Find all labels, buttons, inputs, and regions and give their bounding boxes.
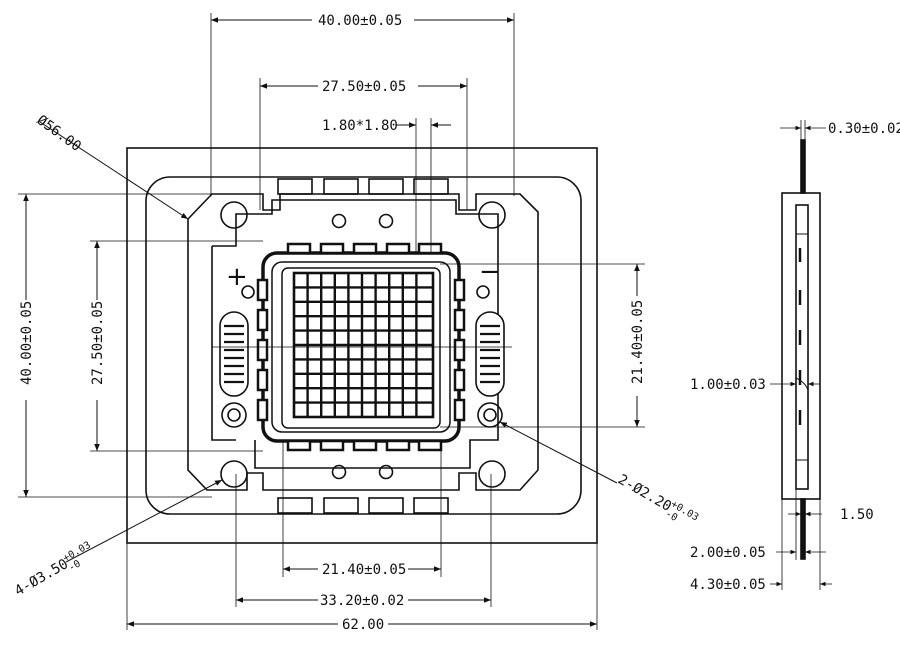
mount-hole-br bbox=[478, 460, 506, 488]
die-pads bbox=[256, 242, 466, 452]
slot-right bbox=[475, 311, 505, 397]
label-base-thickness: 2.00±0.05 bbox=[690, 545, 766, 561]
label-width-outer: 40.00±0.05 bbox=[318, 13, 402, 29]
label-height-outer: 40.00±0.05 bbox=[19, 301, 35, 385]
alignment-hole-left-inner bbox=[227, 408, 241, 422]
label-mount-holes: 4-Ø3.50 bbox=[12, 556, 71, 599]
label-diagonal: Ø56.00 bbox=[34, 112, 84, 155]
inner-frame bbox=[211, 199, 499, 469]
base-plate-inner bbox=[145, 176, 582, 515]
side-view bbox=[781, 139, 821, 560]
bottom-pad-tabs bbox=[277, 497, 449, 514]
label-small-holes-tol-lower: -0 bbox=[663, 508, 679, 524]
mount-hole-tl bbox=[220, 201, 248, 229]
alignment-hole-right-inner bbox=[483, 408, 497, 422]
label-height-inner: 27.50±0.05 bbox=[90, 301, 106, 385]
label-plate-width: 62.00 bbox=[342, 617, 384, 633]
label-small-holes: 2-Ø2.20 bbox=[615, 472, 674, 515]
die-area bbox=[281, 267, 441, 429]
small-hole-bottom-right bbox=[378, 464, 394, 480]
label-die-height: 21.40±0.05 bbox=[630, 300, 646, 384]
minus-symbol: − bbox=[479, 257, 501, 287]
mount-hole-bl bbox=[220, 460, 248, 488]
label-lead-length: 1.50 bbox=[840, 507, 874, 523]
label-lead-thickness: 0.30±0.02 bbox=[828, 121, 900, 137]
side-base bbox=[781, 192, 821, 500]
led-grid bbox=[292, 271, 435, 419]
small-hole-top-right bbox=[378, 213, 394, 229]
mount-hole-tr bbox=[478, 201, 506, 229]
label-pad-size: 1.80*1.80 bbox=[322, 118, 398, 134]
base-plate bbox=[126, 147, 598, 544]
label-total-thickness: 4.30±0.05 bbox=[690, 577, 766, 593]
small-hole-left bbox=[241, 285, 255, 299]
small-hole-bottom-left bbox=[331, 464, 347, 480]
label-mount-holes-tol-lower: -0 bbox=[67, 558, 83, 574]
small-hole-top bbox=[331, 213, 347, 229]
small-hole-right bbox=[476, 285, 490, 299]
slot-left bbox=[219, 311, 249, 397]
side-lens bbox=[795, 204, 809, 490]
label-lens-height: 1.00±0.03 bbox=[690, 377, 766, 393]
side-lead-bottom bbox=[800, 498, 806, 560]
side-view-labels: 0.30±0.02 1.00±0.03 1.50 2.00±0.05 4.30±… bbox=[690, 121, 900, 593]
alignment-hole-left bbox=[221, 402, 247, 428]
slot-hatching bbox=[224, 324, 500, 384]
top-pad-tabs bbox=[277, 178, 449, 195]
label-width-inner: 27.50±0.05 bbox=[322, 79, 406, 95]
label-die-width: 21.40±0.05 bbox=[322, 562, 406, 578]
label-hole-span: 33.20±0.02 bbox=[320, 593, 404, 609]
extension-lines bbox=[18, 13, 645, 630]
plus-symbol: + bbox=[226, 262, 248, 292]
side-lead-top bbox=[800, 139, 806, 194]
side-dimension-lines bbox=[770, 120, 832, 590]
